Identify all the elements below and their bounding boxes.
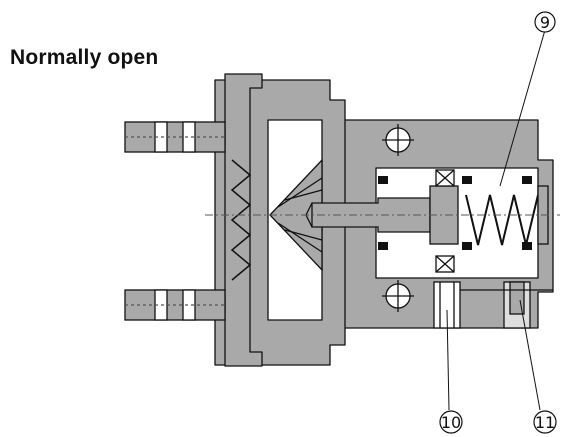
filter-port [460,281,553,329]
svg-text:11: 11 [535,413,555,432]
callout-11: 11 [533,410,557,434]
bolt-holes [382,124,414,312]
leader-lines [446,29,546,411]
diagram-title: Normally open [10,46,159,69]
upper-tube-connector [124,121,226,153]
seal-rings [378,176,532,250]
svg-text:10: 10 [441,413,461,432]
lower-tube-connector [124,289,226,321]
return-spring [465,194,539,246]
callout-10: 10 [439,410,463,434]
svg-text:9: 9 [540,13,550,32]
callout-9: 9 [534,11,556,33]
outer-cap [224,73,263,367]
bellows-zigzag [230,159,252,281]
